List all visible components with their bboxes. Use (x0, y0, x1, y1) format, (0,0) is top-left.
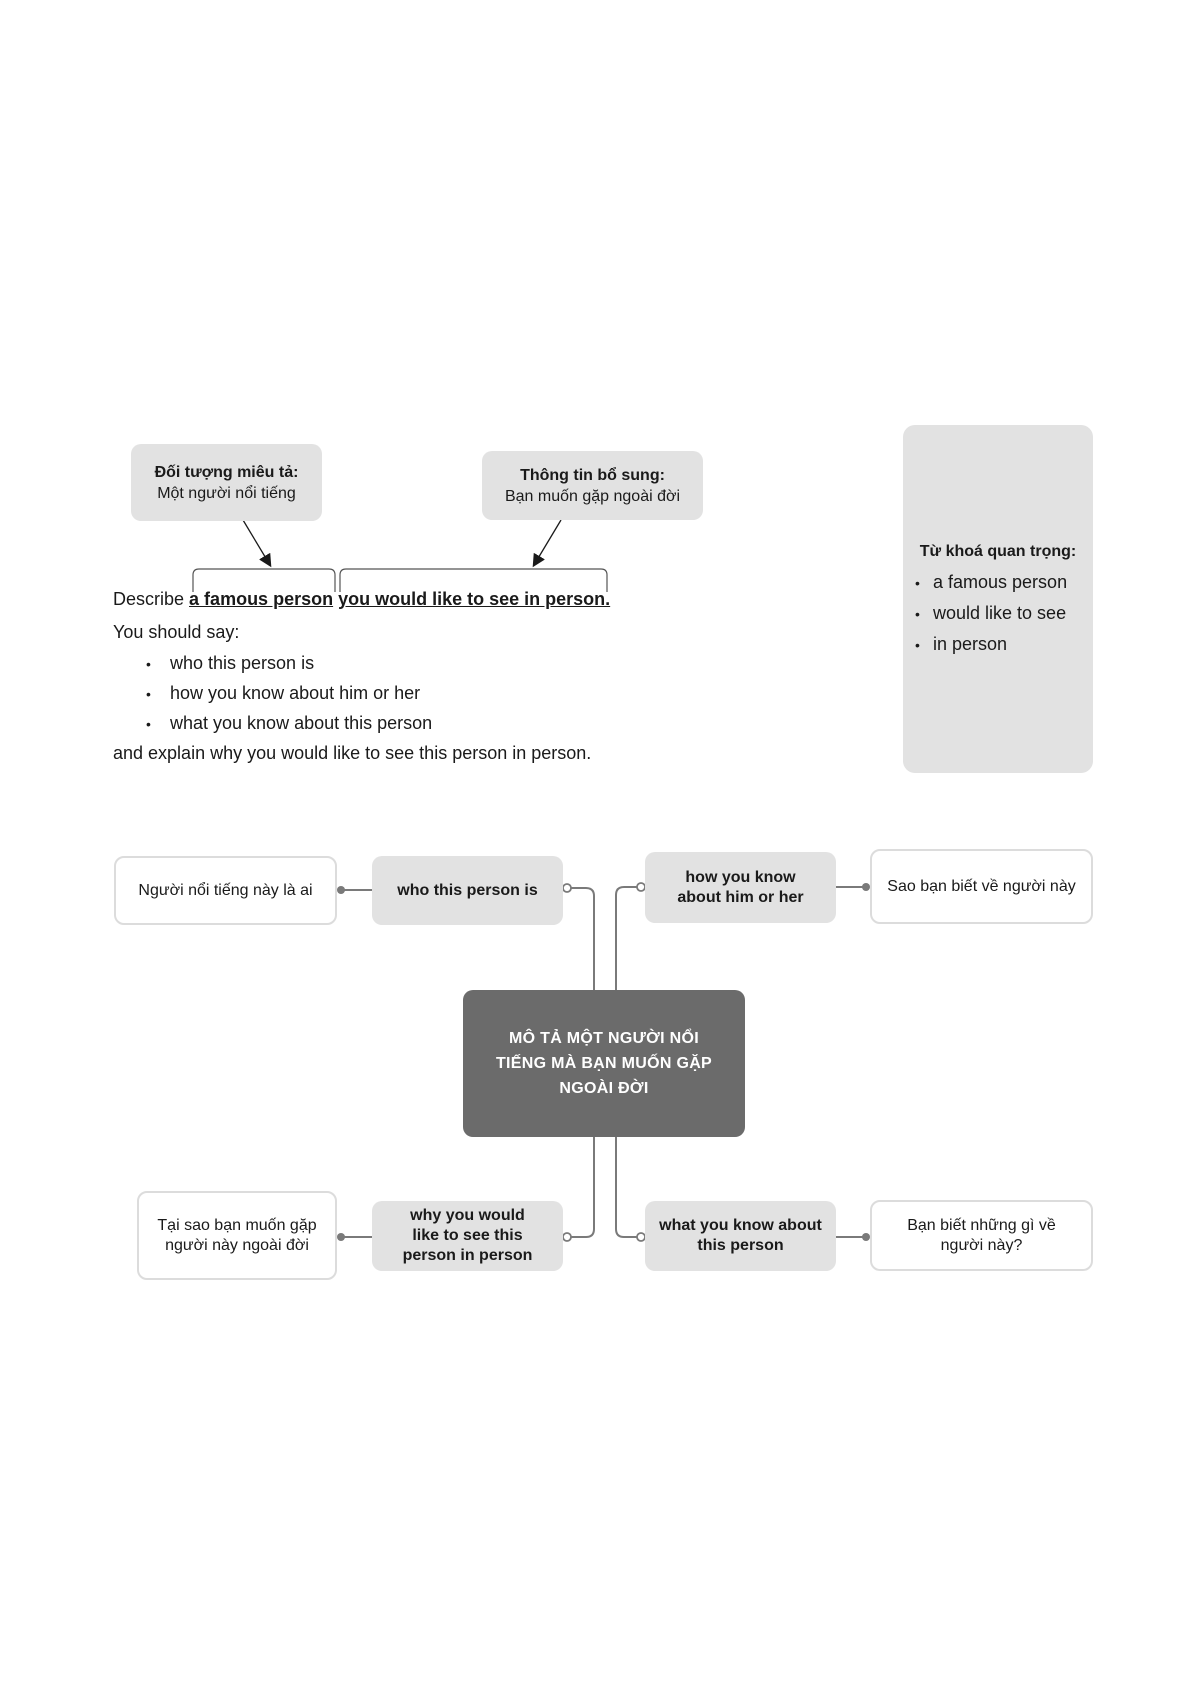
subject-arrow (242, 519, 272, 568)
subject-callout-text: Một người nổi tiếng (157, 485, 296, 502)
connector-bottom-right (615, 1136, 641, 1238)
keyword-item: •in person (915, 629, 1093, 660)
branch-what-node: what you know about this person (645, 1201, 836, 1271)
mindmap-center-node: MÔ TẢ MỘT NGƯỜI NỔI TIẾNG MÀ BẠN MUỐN GẶ… (463, 990, 745, 1137)
branch-how-vi-node: Sao bạn biết về người này (870, 849, 1093, 924)
extra-arrow (532, 519, 562, 568)
closing-line: and explain why you would like to see th… (113, 743, 592, 763)
branch-who-vi-node: Người nổi tiếng này là ai (114, 856, 337, 925)
subject-bracket (192, 568, 336, 592)
connector-dot (562, 883, 572, 893)
bullet-icon: • (146, 716, 151, 732)
subject-callout: Đối tượng miêu tả: Một người nổi tiếng (131, 444, 322, 521)
connector-dot (636, 1232, 646, 1242)
branch-why-vi-node: Tại sao bạn muốn gặp người này ngoài đời (137, 1191, 337, 1280)
extra-callout-title: Thông tin bổ sung: (520, 467, 665, 484)
bullet-icon: • (915, 637, 920, 653)
branch-what-vi-node: Bạn biết những gì về người này? (870, 1200, 1093, 1271)
describe-prefix: Describe (113, 589, 185, 609)
extra-bracket (339, 568, 608, 592)
connector-dot (562, 1232, 572, 1242)
keyword-extra: you would like to see in person. (338, 589, 611, 609)
bullet-icon: • (915, 606, 920, 622)
connector-top-right (615, 886, 641, 990)
link-dot (862, 883, 870, 891)
link-dot (337, 886, 345, 894)
keywords-box: Từ khoá quan trọng: •a famous person •wo… (903, 425, 1093, 773)
bullet-icon: • (915, 575, 920, 591)
keyword-item: •would like to see (915, 598, 1093, 629)
extra-callout-text: Bạn muốn gặp ngoài đời (504, 488, 681, 505)
link-dot (862, 1233, 870, 1241)
subject-callout-title: Đối tượng miêu tả: (154, 464, 299, 481)
connector-top-left (567, 887, 595, 990)
link-dot (337, 1233, 345, 1241)
prompt-bullet: •what you know about this person (146, 708, 432, 739)
keywords-title: Từ khoá quan trọng: (919, 543, 1077, 560)
branch-how-node: how you know about him or her (645, 852, 836, 923)
connector-bottom-left (567, 1136, 595, 1238)
describe-line: Describe a famous person you would like … (113, 584, 610, 614)
connector-dot (636, 882, 646, 892)
keywords-list: •a famous person •would like to see •in … (915, 567, 1093, 660)
bullet-icon: • (146, 656, 151, 672)
prompt-bullet: •who this person is (146, 648, 314, 679)
should-say: You should say: (113, 622, 240, 642)
branch-why-node: why you would like to see this person in… (372, 1201, 563, 1271)
bullet-icon: • (146, 686, 151, 702)
branch-who-node: who this person is (372, 856, 563, 925)
prompt-bullet: •how you know about him or her (146, 678, 420, 709)
keyword-subject: a famous person (189, 589, 334, 609)
keyword-item: •a famous person (915, 567, 1093, 598)
extra-callout: Thông tin bổ sung: Bạn muốn gặp ngoài đờ… (482, 451, 703, 520)
